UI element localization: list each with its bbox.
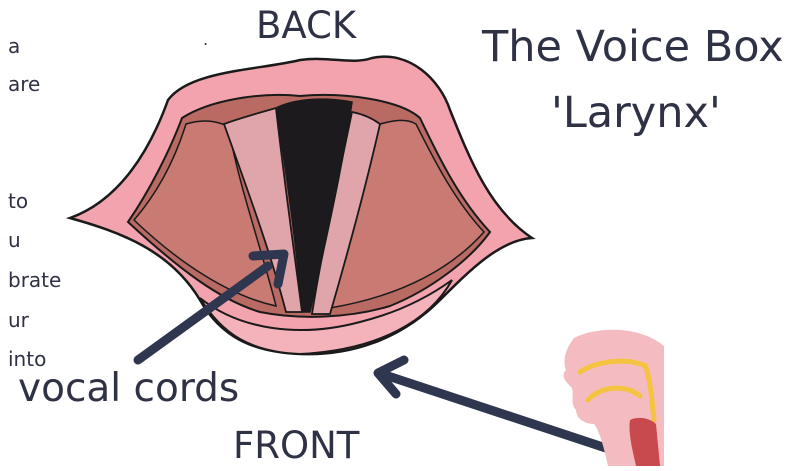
head-side-profile-icon xyxy=(564,330,664,466)
larynx-illustration xyxy=(70,57,532,354)
front-label: FRONT xyxy=(233,424,359,467)
vocal-cords-label: vocal cords xyxy=(18,366,239,411)
title-line-2: 'Larynx' xyxy=(551,88,721,138)
back-label: BACK xyxy=(256,4,356,47)
title-line-1: The Voice Box xyxy=(482,22,784,72)
